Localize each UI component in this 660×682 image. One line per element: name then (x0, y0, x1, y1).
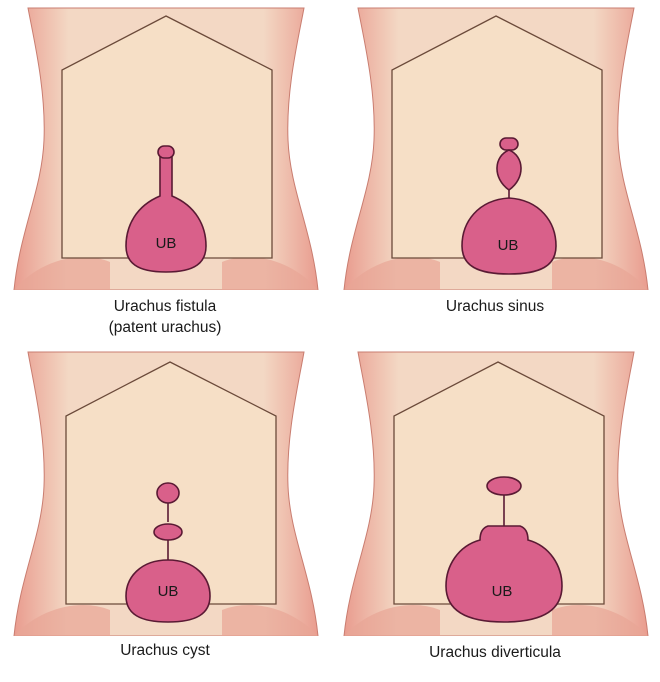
panel-urachus-diverticula: UB Urachus diverticula (330, 346, 660, 682)
panel-urachus-sinus: UB Urachus sinus (330, 0, 660, 336)
caption-line-1: Urachus diverticula (330, 642, 660, 663)
caption-line-1: Urachus fistula (0, 296, 330, 317)
urachus-fistula-illustration: UB (0, 0, 330, 290)
caption-line-1: Urachus sinus (330, 296, 660, 317)
panel-urachus-cyst: UB Urachus cyst (0, 346, 330, 682)
ub-label: UB (498, 237, 519, 254)
caption-urachus-cyst: Urachus cyst (0, 640, 330, 661)
caption-urachus-sinus: Urachus sinus (330, 296, 660, 317)
urachus-cyst-illustration: UB (0, 346, 330, 636)
caption-line-1: Urachus cyst (0, 640, 330, 661)
urachus-sinus-illustration: UB (330, 0, 660, 290)
urachus-diverticula-illustration: UB (330, 346, 660, 636)
ub-label: UB (156, 235, 177, 252)
caption-urachus-diverticula: Urachus diverticula (330, 642, 660, 663)
caption-urachus-fistula: Urachus fistula (patent urachus) (0, 296, 330, 338)
caption-line-2: (patent urachus) (0, 317, 330, 338)
panel-urachus-fistula: UB Urachus fistula (patent urachus) (0, 0, 330, 336)
ub-label: UB (158, 583, 179, 600)
ub-label: UB (492, 583, 513, 600)
